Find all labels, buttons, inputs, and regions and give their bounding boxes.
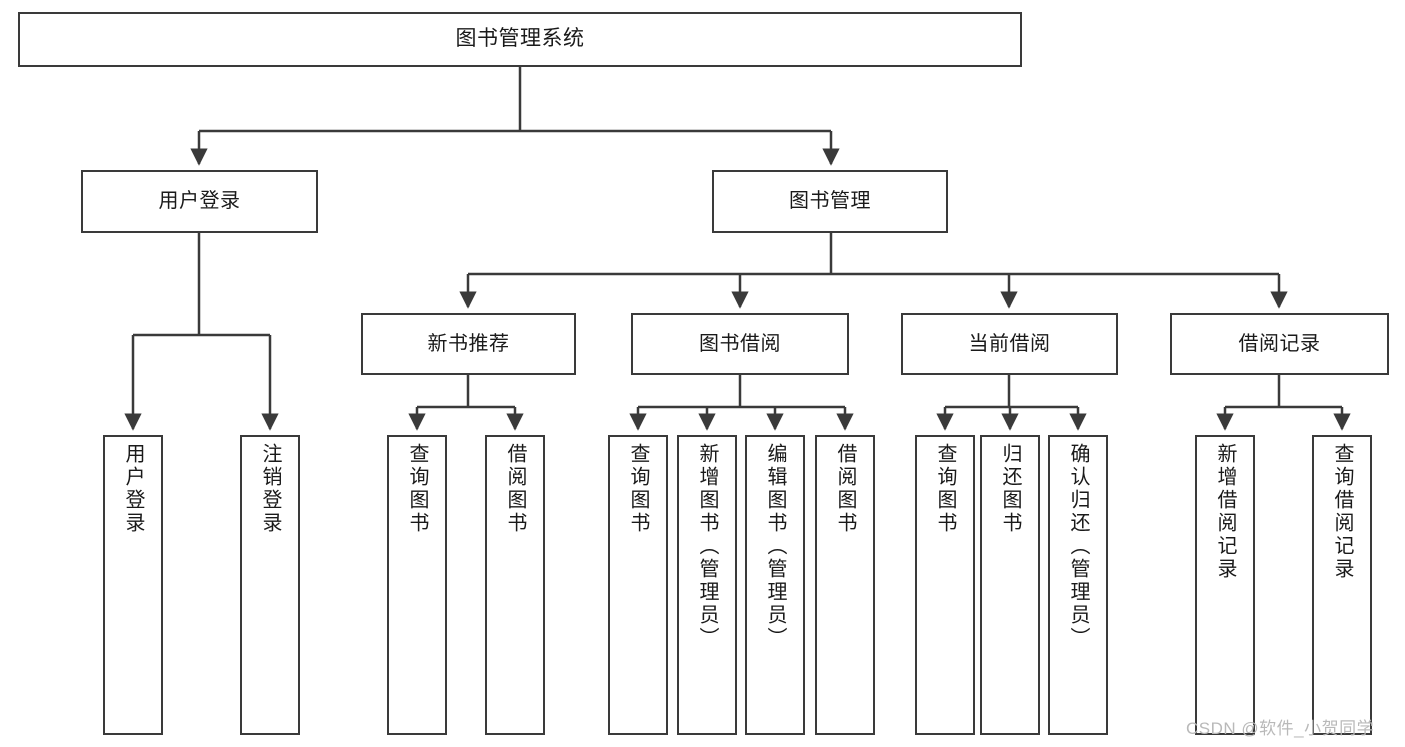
leaf-logout[interactable]: 注销登录 bbox=[240, 435, 300, 735]
node-label: 图书借阅 bbox=[699, 332, 781, 355]
csdn-watermark: CSDN @软件_小贺同学 bbox=[1186, 719, 1375, 738]
leaf-query-borrow-record[interactable]: 查询借阅记录 bbox=[1312, 435, 1372, 735]
node-label: 编辑图书（管理员） bbox=[764, 443, 786, 650]
node-new-book-recommend[interactable]: 新书推荐 bbox=[361, 313, 576, 375]
node-label: 确认归还（管理员） bbox=[1067, 443, 1089, 650]
node-label: 图书管理 bbox=[789, 190, 871, 212]
leaf-borrow-book-recommend[interactable]: 借阅图书 bbox=[485, 435, 545, 735]
node-label: 用户登录 bbox=[158, 190, 241, 212]
node-root-system[interactable]: 图书管理系统 bbox=[18, 12, 1022, 67]
leaf-confirm-return[interactable]: 确认归还（管理员） bbox=[1048, 435, 1108, 735]
node-label: 当前借阅 bbox=[968, 332, 1051, 355]
node-label: 查询借阅记录 bbox=[1331, 443, 1353, 581]
node-label: 新增借阅记录 bbox=[1214, 443, 1236, 581]
node-label: 归还图书 bbox=[999, 443, 1021, 535]
node-book-management[interactable]: 图书管理 bbox=[712, 170, 948, 233]
node-label: 查询图书 bbox=[934, 443, 956, 535]
node-user-login[interactable]: 用户登录 bbox=[81, 170, 318, 233]
leaf-add-borrow-record[interactable]: 新增借阅记录 bbox=[1195, 435, 1255, 735]
leaf-edit-book[interactable]: 编辑图书（管理员） bbox=[745, 435, 805, 735]
node-label: 注销登录 bbox=[259, 443, 281, 535]
node-label: 借阅记录 bbox=[1238, 332, 1321, 355]
leaf-query-book-borrow[interactable]: 查询图书 bbox=[608, 435, 668, 735]
node-label: 查询图书 bbox=[627, 443, 649, 535]
node-current-borrow[interactable]: 当前借阅 bbox=[901, 313, 1118, 375]
node-label: 借阅图书 bbox=[834, 443, 856, 535]
node-label: 用户登录 bbox=[122, 443, 144, 535]
leaf-return-book[interactable]: 归还图书 bbox=[980, 435, 1040, 735]
leaf-user-login[interactable]: 用户登录 bbox=[103, 435, 163, 735]
leaf-add-book[interactable]: 新增图书（管理员） bbox=[677, 435, 737, 735]
node-label: 图书管理系统 bbox=[455, 27, 585, 51]
node-label: 借阅图书 bbox=[504, 443, 526, 535]
node-label: 新增图书（管理员） bbox=[696, 443, 718, 650]
leaf-query-book-current[interactable]: 查询图书 bbox=[915, 435, 975, 735]
node-label: 查询图书 bbox=[406, 443, 428, 535]
node-borrow-record[interactable]: 借阅记录 bbox=[1170, 313, 1389, 375]
leaf-query-book-recommend[interactable]: 查询图书 bbox=[387, 435, 447, 735]
leaf-borrow-book[interactable]: 借阅图书 bbox=[815, 435, 875, 735]
node-label: 新书推荐 bbox=[427, 332, 510, 355]
node-book-borrow[interactable]: 图书借阅 bbox=[631, 313, 849, 375]
